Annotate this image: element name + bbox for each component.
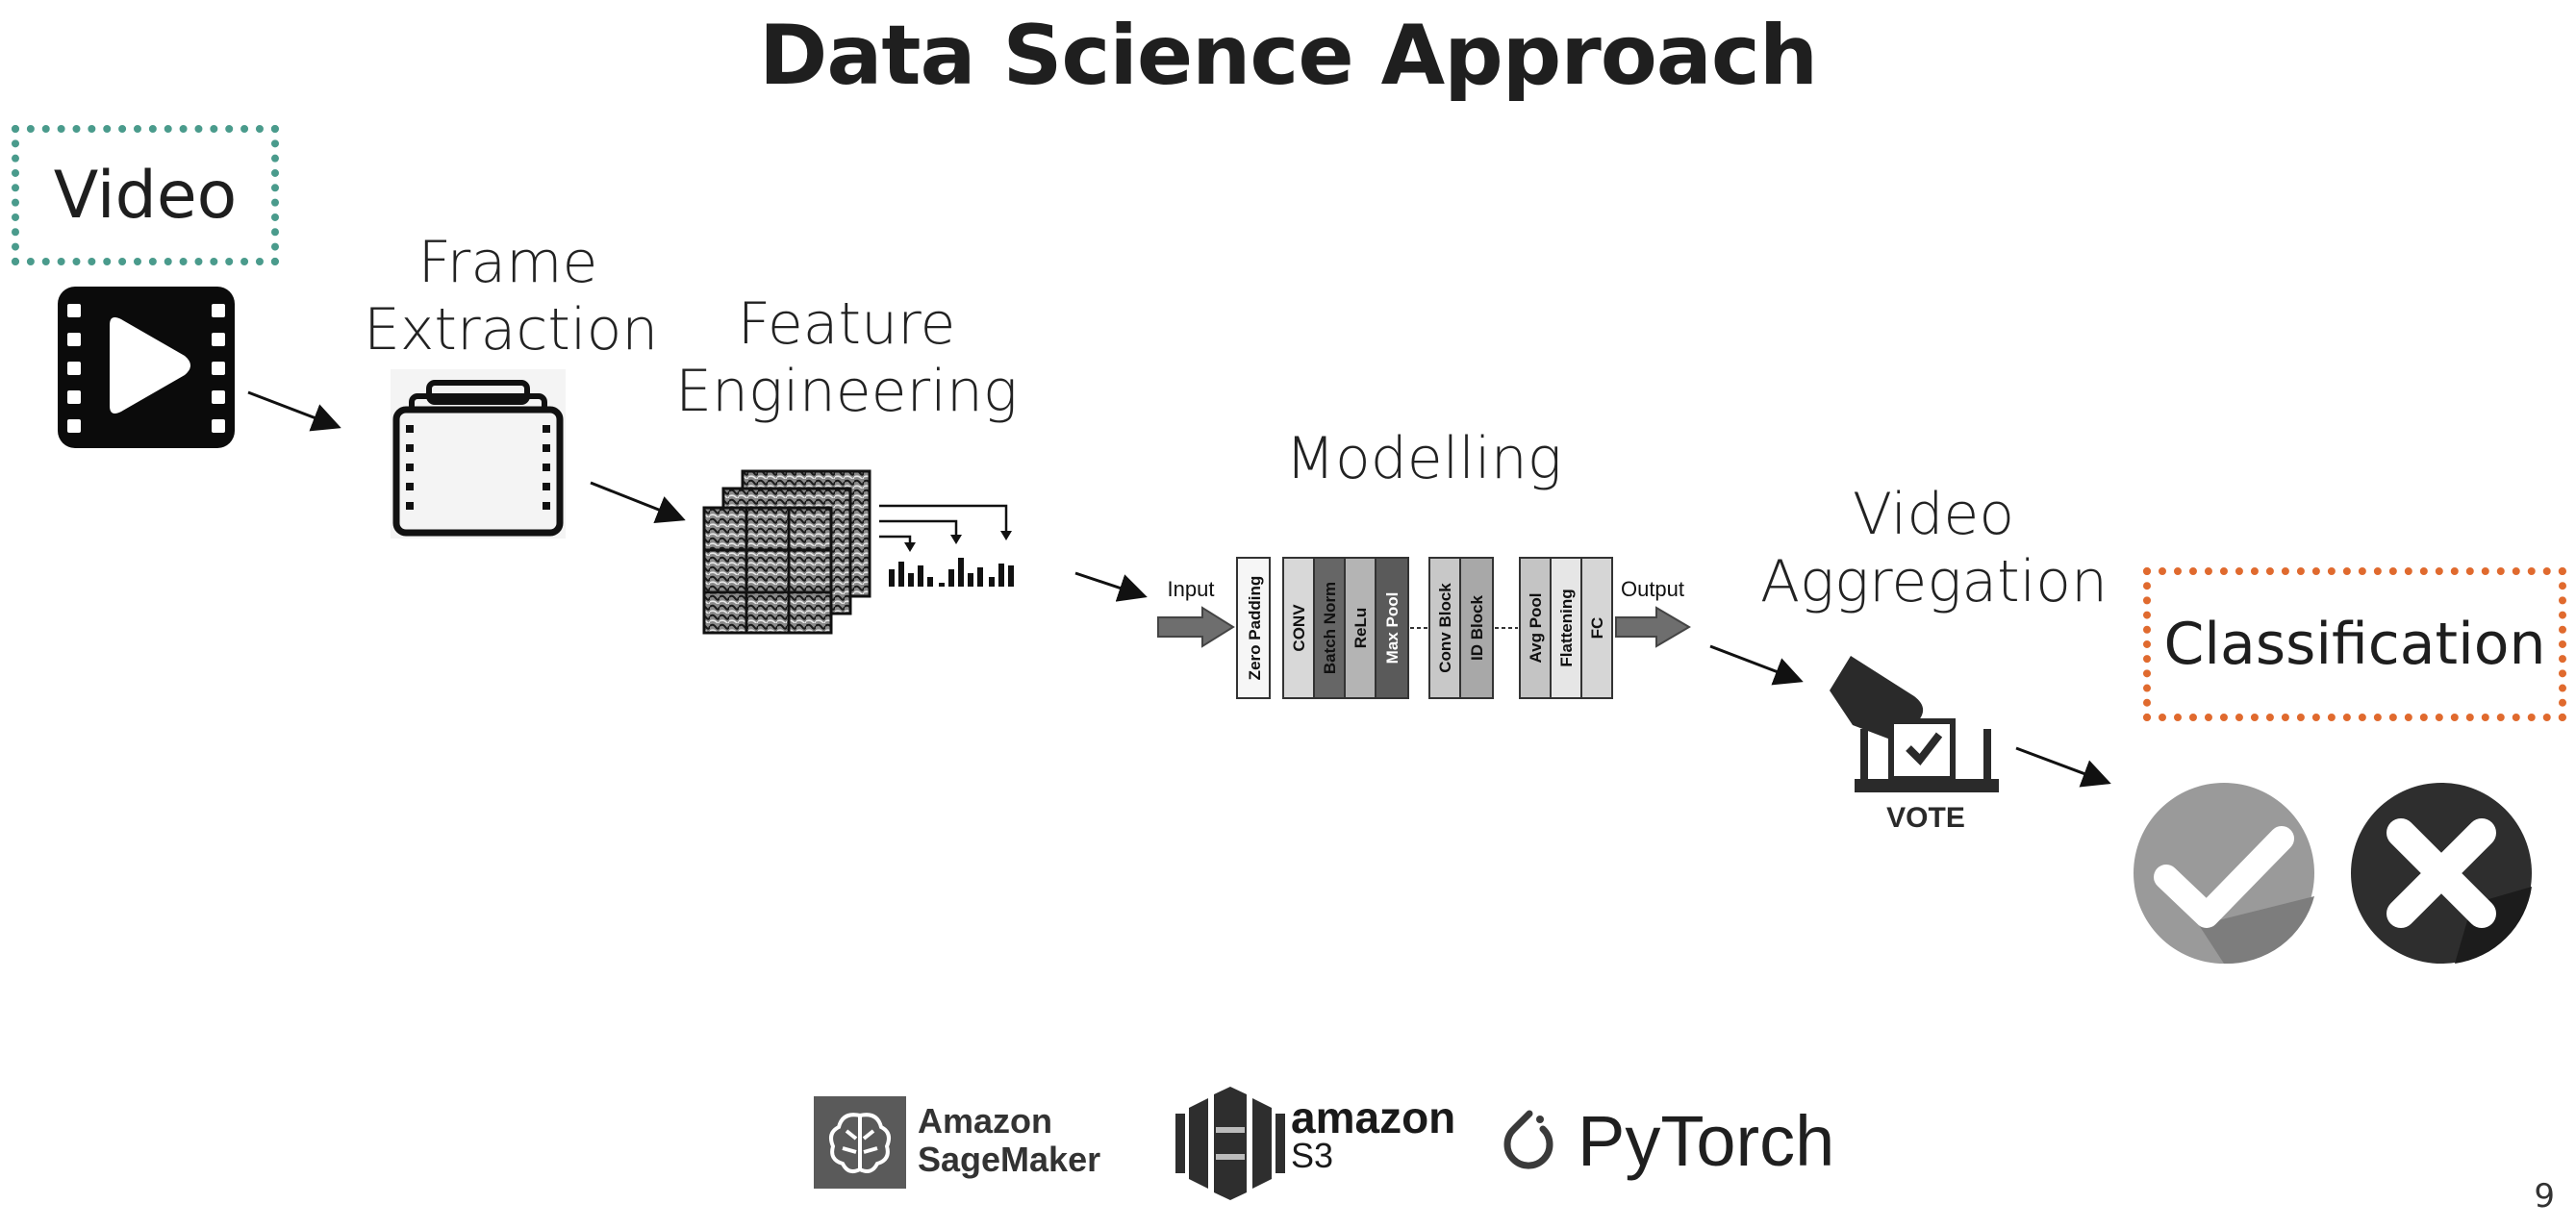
model-input-label: Input — [1168, 577, 1215, 601]
frame-extraction-line2: Extraction — [364, 296, 659, 364]
feature-engineering-label: Feature Engineering — [673, 290, 1020, 425]
frame-extraction-icon — [391, 369, 566, 539]
layer-relu: ReLu — [1351, 608, 1370, 649]
vote-ballot-icon: VOTE — [1830, 656, 1999, 834]
sagemaker-logo-text: Amazon SageMaker — [918, 1102, 1100, 1179]
cnn-model-diagram: Input Zero Padding CONV Batch Norm ReLu … — [1157, 557, 1691, 699]
s3-logo-text: amazon S3 — [1291, 1092, 1456, 1175]
arrow-feature-to-model — [1074, 571, 1148, 602]
page-title: Data Science Approach — [758, 8, 1818, 104]
feature-engineering-line2: Engineering — [675, 358, 1018, 425]
layer-flattening: Flattening — [1557, 589, 1576, 666]
model-output-label: Output — [1621, 577, 1684, 601]
arrow-model-to-vote — [1709, 644, 1804, 686]
s3-line2: S3 — [1291, 1136, 1334, 1175]
video-film-icon — [58, 287, 235, 448]
sagemaker-brain-icon — [814, 1096, 906, 1189]
sagemaker-line1: Amazon — [918, 1101, 1053, 1141]
layer-fc: FC — [1588, 617, 1606, 640]
check-icon — [2134, 783, 2314, 965]
video-aggregation-label: Video Aggregation — [1760, 481, 2109, 615]
feature-engineering-line1: Feature — [737, 290, 956, 358]
modelling-label: Modelling — [1285, 425, 1562, 492]
vote-label: VOTE — [1886, 802, 1965, 834]
arrow-vote-to-class — [2015, 746, 2111, 788]
sagemaker-line2: SageMaker — [918, 1140, 1101, 1179]
arrow-video-to-frame — [247, 390, 341, 432]
pytorch-flame-icon — [1503, 1110, 1553, 1169]
frame-extraction-line1: Frame — [417, 229, 598, 296]
frame-extraction-label: Frame Extraction — [364, 229, 659, 364]
classification-label-box: Classification — [2143, 567, 2566, 721]
video-aggregation-line2: Aggregation — [1760, 548, 2109, 615]
classification-label: Classification — [2163, 611, 2546, 678]
pytorch-logo-text: PyTorch — [1578, 1101, 1835, 1181]
s3-bucket-icon — [1175, 1087, 1285, 1200]
video-label-box: Video — [12, 125, 279, 265]
arrow-frame-to-feature — [590, 481, 686, 524]
layer-conv-block: Conv Block — [1436, 583, 1454, 673]
layer-max-pool: Max Pool — [1383, 592, 1402, 665]
feature-maps-icon — [702, 469, 1014, 635]
layer-conv: CONV — [1290, 604, 1308, 652]
video-label: Video — [53, 157, 238, 234]
layer-avg-pool: Avg Pool — [1527, 592, 1545, 663]
cross-icon — [2351, 783, 2532, 964]
layer-zero-padding: Zero Padding — [1246, 576, 1264, 681]
video-aggregation-line1: Video — [1852, 481, 2015, 548]
layer-batch-norm: Batch Norm — [1321, 582, 1339, 674]
page-number: 9 — [2534, 1177, 2555, 1216]
layer-id-block: ID Block — [1468, 594, 1486, 661]
s3-line1: amazon — [1291, 1092, 1456, 1142]
